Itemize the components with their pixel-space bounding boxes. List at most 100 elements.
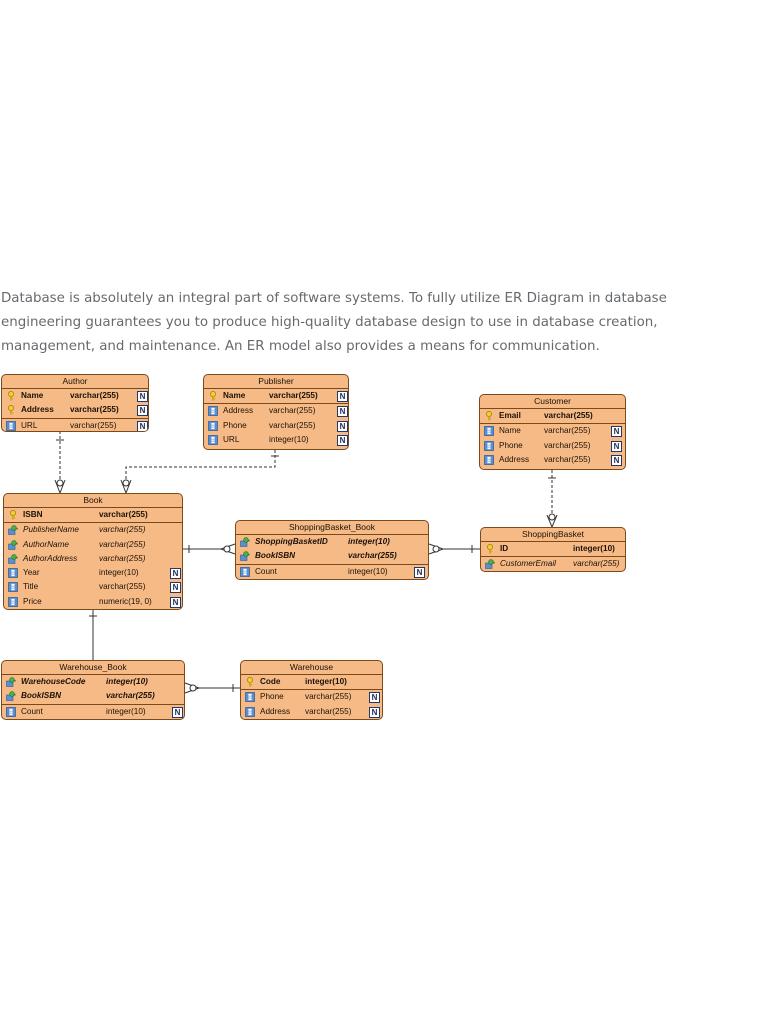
column-name: URL bbox=[223, 434, 240, 444]
foreign-key-icon bbox=[485, 559, 495, 569]
foreign-key-icon bbox=[8, 554, 18, 564]
column-icon bbox=[240, 567, 250, 577]
key-icon bbox=[8, 510, 18, 520]
nullable-icon: N bbox=[337, 391, 348, 402]
relationship-lines bbox=[54, 431, 558, 694]
relationship-author-book bbox=[54, 431, 66, 494]
column-type: integer(10) bbox=[106, 677, 148, 686]
column-row: Address varchar(255) N bbox=[241, 705, 382, 719]
entity-title: Warehouse_Book bbox=[2, 661, 184, 675]
column-icon bbox=[484, 441, 494, 451]
entity-shoppingbasket-book[interactable]: ShoppingBasket_Book ShoppingBasketID int… bbox=[235, 520, 429, 580]
entity-title: Book bbox=[4, 494, 182, 508]
relationship-book-shoppingbasketbook bbox=[183, 543, 236, 555]
relationship-shoppingbasket-shoppingbasketbook bbox=[428, 543, 480, 555]
entity-title: Publisher bbox=[204, 375, 348, 389]
column-icon bbox=[245, 692, 255, 702]
column-row: Phone varchar(255) N bbox=[241, 690, 382, 704]
foreign-key-icon bbox=[8, 540, 18, 550]
column-type: varchar(255) bbox=[269, 420, 316, 430]
column-row: Address varchar(255) N bbox=[2, 403, 148, 419]
column-row: Name varchar(255) N bbox=[480, 424, 625, 438]
column-row: Email varchar(255) bbox=[480, 409, 625, 425]
entity-shoppingbasket[interactable]: ShoppingBasket ID integer(10) CustomerEm… bbox=[480, 527, 626, 572]
column-row: Price numeric(19, 0) N bbox=[4, 595, 182, 609]
column-type: varchar(255) bbox=[544, 426, 591, 436]
nullable-icon: N bbox=[170, 568, 181, 580]
column-name: Address bbox=[223, 406, 254, 416]
column-name: Year bbox=[23, 568, 40, 578]
column-name: ISBN bbox=[23, 510, 43, 519]
entity-warehouse-book[interactable]: Warehouse_Book WarehouseCode integer(10)… bbox=[1, 660, 185, 720]
key-icon bbox=[6, 391, 16, 401]
column-type: varchar(255) bbox=[348, 551, 397, 561]
entity-warehouse[interactable]: Warehouse Code integer(10) Phone varchar… bbox=[240, 660, 383, 720]
column-name: Address bbox=[499, 454, 530, 464]
column-icon bbox=[208, 435, 218, 445]
column-type: varchar(255) bbox=[70, 405, 119, 415]
key-icon bbox=[484, 411, 494, 421]
nullable-icon: N bbox=[369, 692, 380, 704]
key-icon bbox=[6, 405, 16, 415]
column-type: varchar(255) bbox=[269, 391, 318, 400]
nullable-icon: N bbox=[337, 420, 348, 432]
column-type: varchar(255) bbox=[70, 420, 117, 430]
relationship-customer-shoppingbasket bbox=[546, 470, 558, 528]
nullable-icon: N bbox=[172, 706, 183, 718]
column-name: WarehouseCode bbox=[21, 677, 86, 686]
column-type: varchar(255) bbox=[99, 553, 146, 563]
column-icon bbox=[6, 421, 16, 431]
nullable-icon: N bbox=[611, 440, 622, 452]
column-name: URL bbox=[21, 420, 38, 430]
column-row: CustomerEmail varchar(255) bbox=[481, 557, 625, 571]
column-name: Title bbox=[23, 582, 39, 592]
column-row: Count integer(10) N bbox=[236, 565, 428, 579]
column-type: varchar(255) bbox=[106, 691, 155, 701]
column-type: varchar(255) bbox=[99, 582, 146, 592]
relationship-publisher-book bbox=[120, 450, 279, 494]
column-name: ShoppingBasketID bbox=[255, 537, 328, 546]
column-type: varchar(255) bbox=[573, 559, 620, 569]
entity-book[interactable]: Book ISBN varchar(255) PublisherName var… bbox=[3, 493, 183, 610]
column-name: Address bbox=[21, 405, 54, 415]
relationship-book-warehousebook bbox=[89, 610, 97, 660]
column-name: CustomerEmail bbox=[500, 559, 556, 569]
column-name: BookISBN bbox=[255, 551, 296, 561]
key-icon bbox=[208, 391, 218, 401]
column-row: WarehouseCode integer(10) bbox=[2, 675, 184, 689]
nullable-icon: N bbox=[137, 405, 148, 417]
nullable-icon: N bbox=[611, 454, 622, 466]
key-icon bbox=[485, 544, 495, 554]
column-type: integer(10) bbox=[305, 677, 347, 686]
column-type: varchar(255) bbox=[99, 510, 148, 519]
nullable-icon: N bbox=[369, 706, 380, 718]
column-type: varchar(255) bbox=[544, 411, 593, 420]
intro-paragraph: Database is absolutely an integral part … bbox=[1, 291, 667, 354]
nullable-icon: N bbox=[170, 582, 181, 594]
column-icon bbox=[484, 455, 494, 465]
entity-customer[interactable]: Customer Email varchar(255) Name varchar… bbox=[479, 394, 626, 470]
column-row: Name varchar(255) N bbox=[204, 389, 348, 405]
entity-publisher[interactable]: Publisher Name varchar(255) N Address va… bbox=[203, 374, 349, 450]
entity-title: ShoppingBasket bbox=[481, 528, 625, 542]
column-type: varchar(255) bbox=[99, 539, 146, 549]
entity-author[interactable]: Author Name varchar(255) N Address varch… bbox=[1, 374, 149, 432]
column-type: varchar(255) bbox=[544, 454, 591, 464]
column-icon bbox=[208, 421, 218, 431]
key-icon bbox=[245, 677, 255, 687]
column-name: Name bbox=[21, 391, 44, 400]
column-row: PublisherName varchar(255) bbox=[4, 523, 182, 537]
column-name: AuthorName bbox=[23, 539, 69, 549]
foreign-key-icon bbox=[6, 691, 16, 701]
column-name: Phone bbox=[499, 440, 523, 450]
column-row: Phone varchar(255) N bbox=[480, 439, 625, 453]
column-name: Count bbox=[255, 566, 277, 576]
column-name: Count bbox=[21, 706, 43, 716]
column-row: ShoppingBasketID integer(10) bbox=[236, 535, 428, 549]
column-icon bbox=[6, 707, 16, 717]
column-name: Address bbox=[260, 706, 291, 716]
column-name: PublisherName bbox=[23, 525, 79, 535]
column-row: ISBN varchar(255) bbox=[4, 508, 182, 524]
column-type: integer(10) bbox=[348, 537, 390, 546]
entity-title: Warehouse bbox=[241, 661, 382, 675]
